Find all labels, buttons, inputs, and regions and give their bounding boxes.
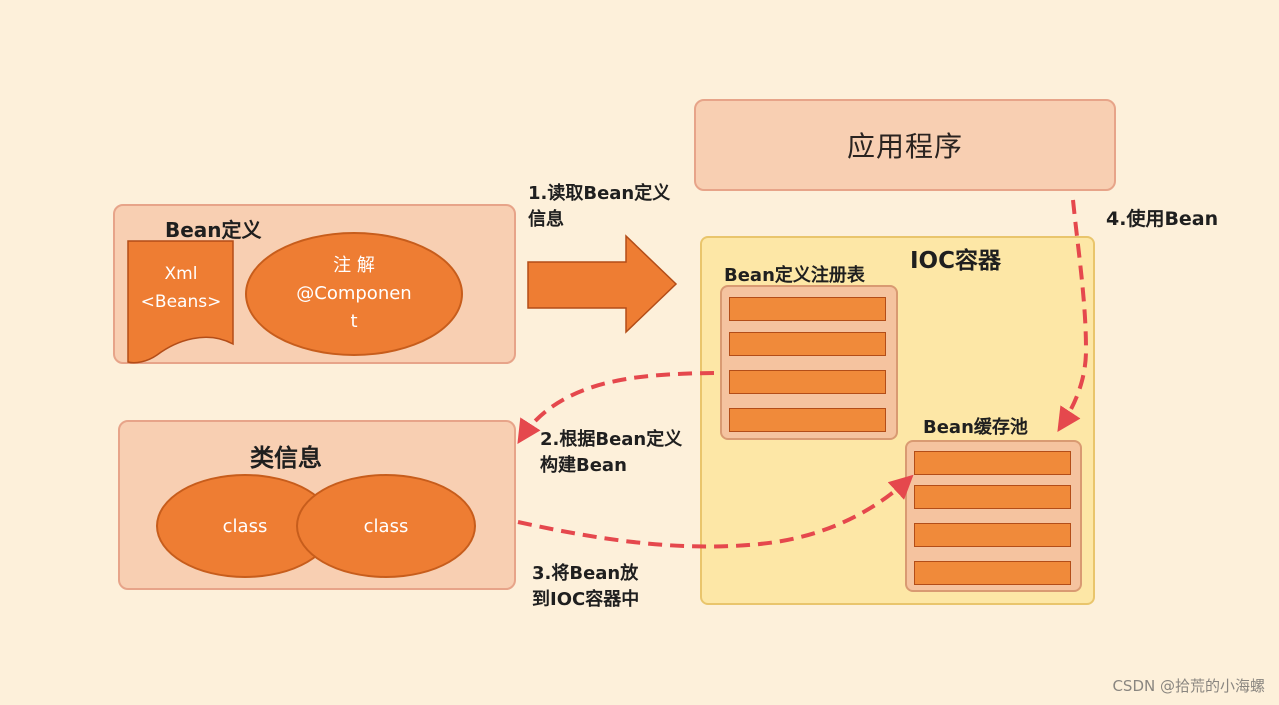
step3-line1: 3.将Bean放 [532, 563, 639, 584]
beans-tag-label: <Beans> [140, 292, 222, 312]
bean-definition-box: Bean定义 Xml <Beans> 注 解 @Componen t [113, 204, 516, 364]
read-definition-arrow [527, 234, 678, 334]
step1-line1: 1.读取Bean定义 [528, 183, 671, 204]
class-info-title: 类信息 [250, 444, 322, 472]
bean-definition-title: Bean定义 [165, 218, 262, 242]
pool-entry [914, 451, 1071, 475]
class-oval-2-label: class [363, 515, 409, 537]
xml-document-shape [127, 240, 234, 364]
registry-entry [729, 408, 886, 432]
annotation-title: 注 解 [333, 255, 375, 276]
class-oval-2: class [296, 474, 476, 578]
registry-entry [729, 297, 886, 321]
step1-line2: 信息 [528, 209, 564, 230]
ioc-container-title: IOC容器 [910, 248, 1001, 274]
application-label: 应用程序 [846, 130, 963, 163]
bean-cache-pool [905, 440, 1082, 592]
bean-definition-registry [720, 285, 898, 440]
class-oval-1-label: class [222, 515, 268, 537]
registry-title: Bean定义注册表 [724, 265, 865, 286]
pool-entry [914, 485, 1071, 509]
annotation-oval: 注 解 @Componen t [245, 232, 463, 356]
bean-pool-title: Bean缓存池 [923, 417, 1028, 438]
step4-label: 4.使用Bean [1106, 208, 1219, 230]
annotation-component-line1: @Componen [296, 283, 412, 304]
xml-label: Xml [164, 264, 198, 284]
annotation-component-line2: t [350, 311, 358, 332]
application-box: 应用程序 [694, 99, 1116, 191]
registry-entry [729, 370, 886, 394]
csdn-watermark: CSDN @拾荒的小海螺 [1112, 677, 1265, 695]
class-info-box: 类信息 class class [118, 420, 516, 590]
step3-line2: 到IOC容器中 [532, 589, 640, 610]
pool-entry [914, 523, 1071, 547]
pool-entry [914, 561, 1071, 585]
step2-line1: 2.根据Bean定义 [540, 429, 683, 450]
registry-entry [729, 332, 886, 356]
step2-line2: 构建Bean [540, 455, 627, 476]
